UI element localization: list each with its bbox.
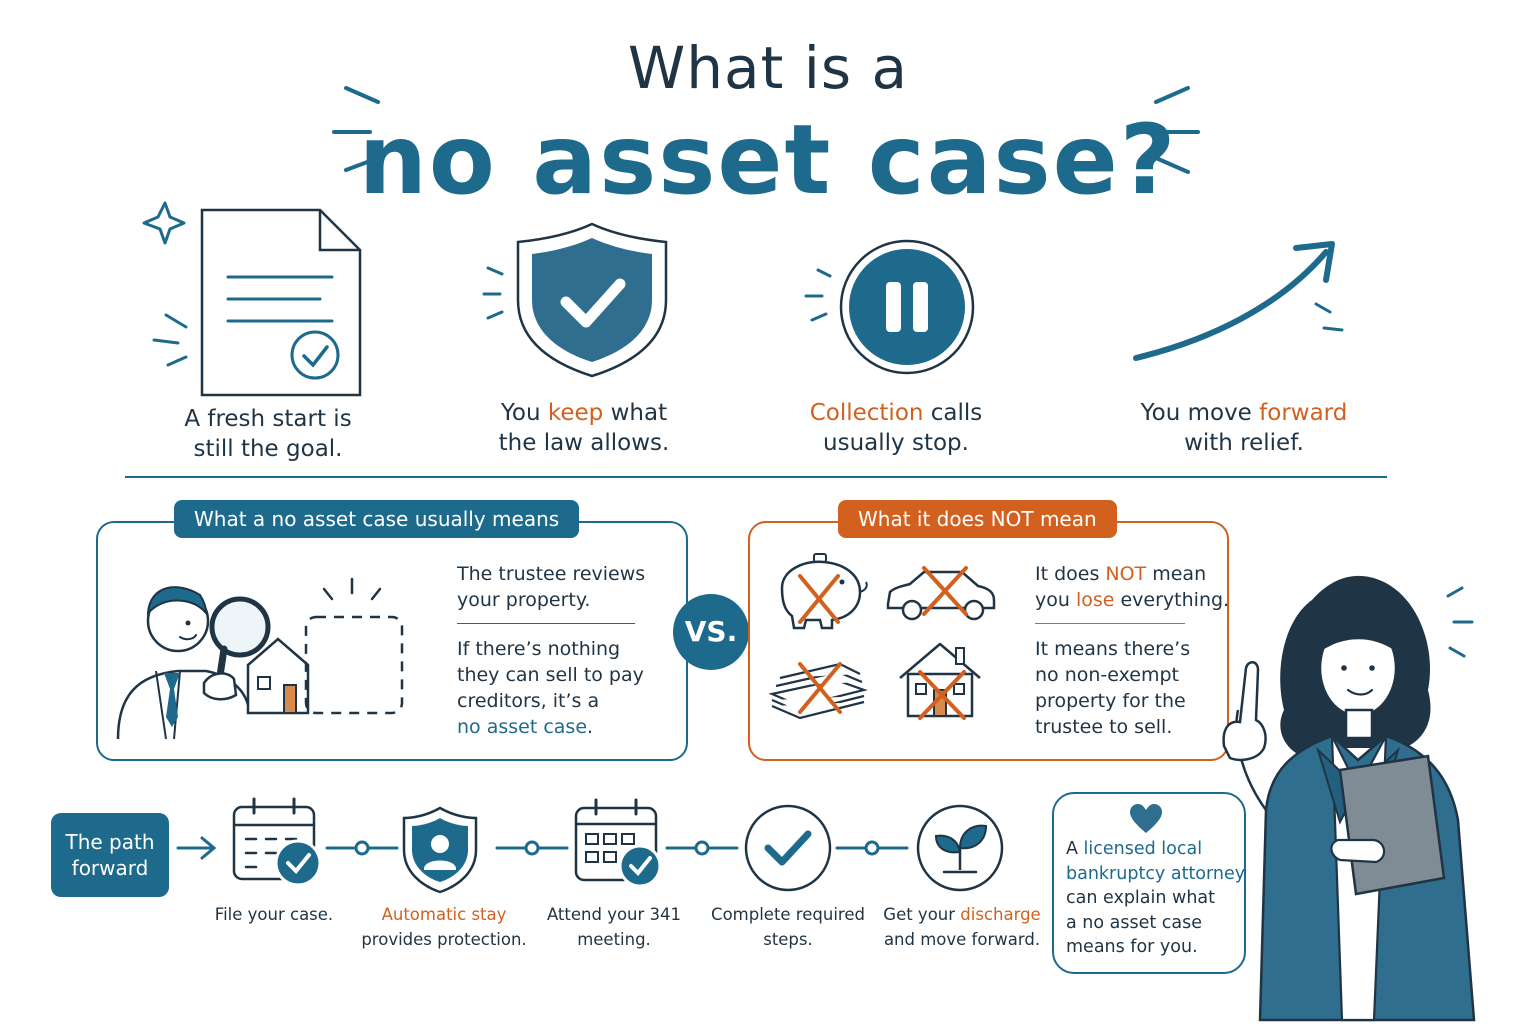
shield-check-icon — [482, 222, 668, 378]
piggy-bank-crossed-icon — [780, 553, 868, 630]
shield-person-icon — [402, 806, 478, 894]
not-mean-panel-title: What it does NOT mean — [838, 500, 1117, 538]
step-caption-341-meeting: Attend your 341 meeting. — [546, 905, 682, 949]
car-crossed-icon — [886, 566, 996, 621]
page-title: no asset case? — [358, 104, 1178, 216]
vs-badge: VS. — [673, 594, 749, 670]
timeline-connectors — [176, 836, 909, 860]
attorney-callout-text: A licensed local bankruptcy attorney can… — [1066, 839, 1246, 957]
means-point-1: The trustee reviews your property. — [457, 563, 646, 611]
upward-arrow-icon — [1133, 241, 1344, 361]
means-divider — [457, 623, 635, 624]
not-mean-point-1: It does NOT mean you lose everything. — [1035, 563, 1230, 611]
benefit-caption-fresh-start: A fresh start is still the goal. — [184, 406, 352, 462]
step-caption-complete-steps: Complete required steps. — [711, 905, 865, 949]
title-sparkle-strokes — [332, 86, 1200, 174]
trustee-inspecting-house-illustration — [116, 577, 404, 740]
not-mean-point-2: It means there’s no non-exempt property … — [1035, 638, 1191, 738]
house-crossed-icon — [899, 642, 981, 720]
attorney-illustration — [1222, 575, 1476, 1022]
heart-icon — [1130, 804, 1162, 833]
means-panel-title: What a no asset case usually means — [174, 500, 580, 538]
document-check-icon — [142, 201, 362, 397]
step-caption-file: File your case. — [214, 905, 334, 924]
benefit-caption-keep: You keep what the law allows. — [498, 400, 670, 456]
step-caption-discharge: Get your discharge and move forward. — [883, 905, 1041, 949]
benefit-caption-collection: Collection calls usually stop. — [809, 400, 983, 456]
checkmark-circle-icon — [744, 804, 832, 892]
title-line-1: What is a — [627, 34, 909, 102]
calendar-grid-icon — [574, 798, 662, 888]
means-point-2: If there’s nothing they can sell to pay … — [457, 638, 644, 738]
not-mean-divider — [1035, 623, 1185, 624]
money-stack-crossed-icon — [768, 662, 868, 720]
calendar-check-icon — [232, 797, 322, 887]
sprout-icon — [916, 804, 1004, 892]
pause-icon — [804, 239, 975, 375]
section-divider — [125, 476, 1387, 478]
step-caption-automatic-stay: Automatic stay provides protection. — [361, 905, 527, 949]
benefit-caption-forward: You move forward with relief. — [1140, 400, 1348, 456]
